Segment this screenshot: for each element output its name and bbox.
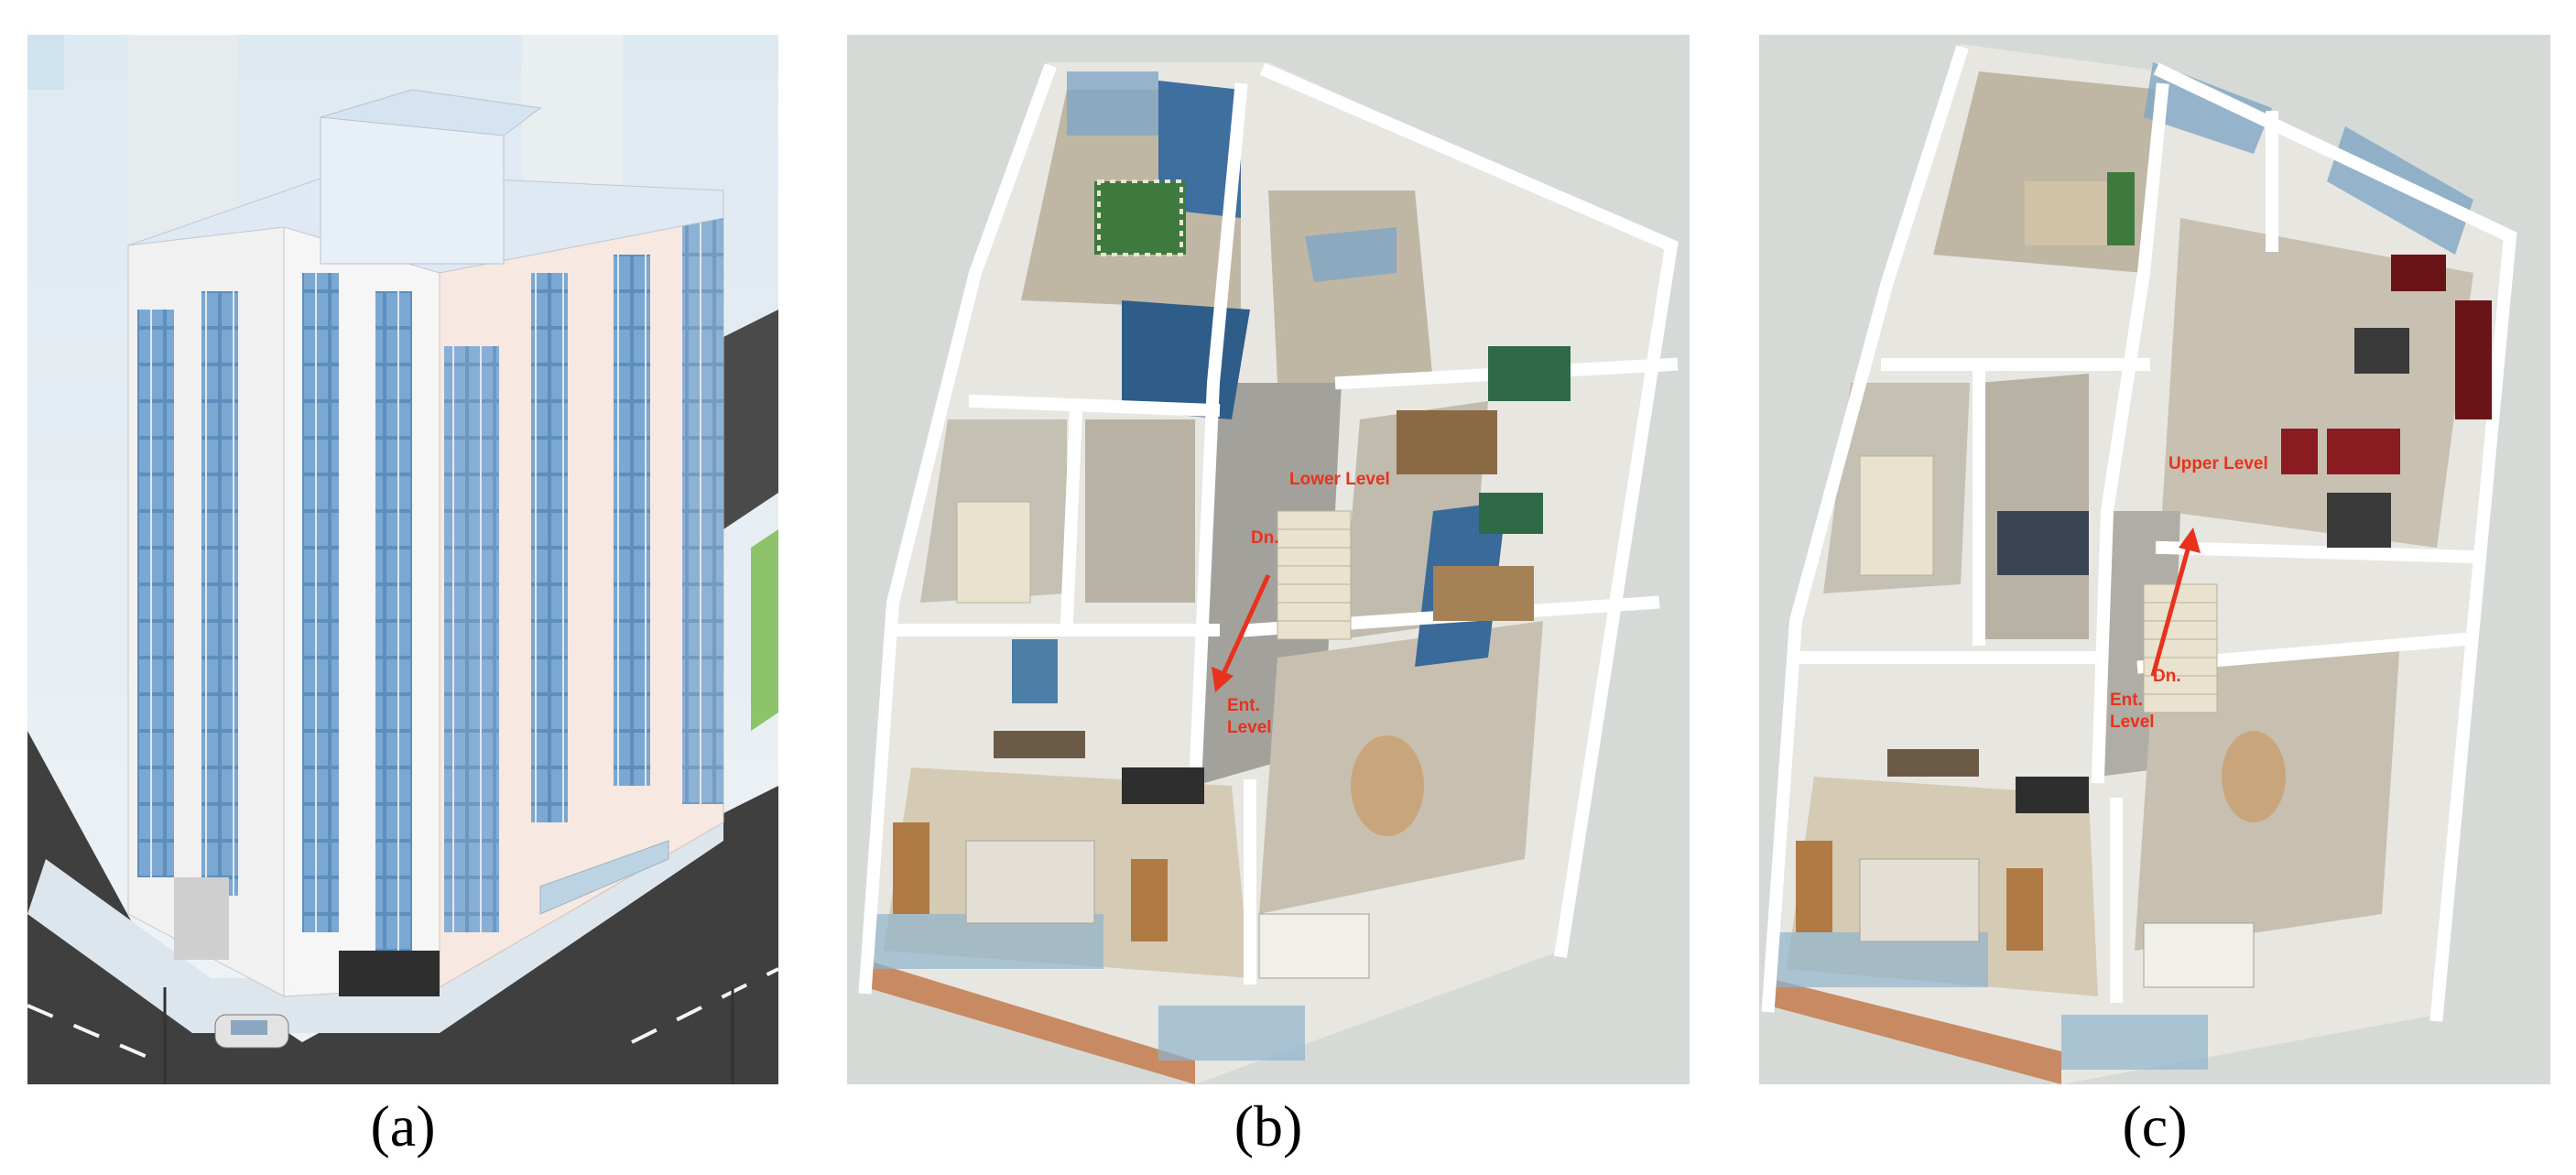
ent-label-line1: Ent. [1227, 696, 1260, 715]
caption-b: (b) [1234, 1093, 1303, 1159]
caption-a: (a) [370, 1093, 436, 1159]
caption-c: (c) [2122, 1093, 2188, 1159]
ent-label-line2: Level [1227, 718, 1272, 737]
dn-label: Dn. [1251, 528, 1279, 548]
ent-label-line1: Ent. [2110, 691, 2143, 710]
ent-label-line2: Level [2110, 713, 2155, 732]
level-label: Upper Level [2168, 454, 2268, 473]
building-exterior-render [27, 35, 778, 1084]
dn-label: Dn. [2153, 667, 2181, 686]
upper-level-floor-plan: Upper Level Dn. Ent. Level [1759, 35, 2550, 1084]
lower-level-floor-plan: Lower Level Dn. Ent. Level [847, 35, 1690, 1084]
level-label: Lower Level [1289, 470, 1390, 489]
